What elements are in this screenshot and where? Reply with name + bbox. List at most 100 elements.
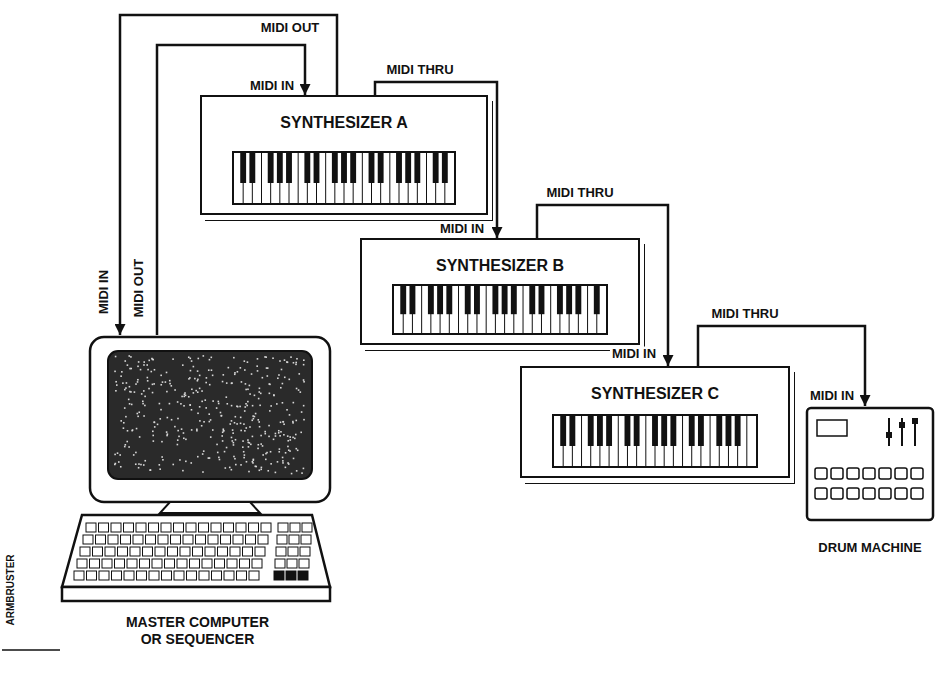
key-cap [196, 535, 206, 544]
key-cap [74, 571, 84, 580]
screen-speckle [149, 469, 151, 471]
screen-speckle [137, 416, 139, 418]
screen-speckle [235, 464, 237, 466]
screen-speckle [166, 391, 168, 393]
node-title: MASTER COMPUTER OR SEQUENCER [115, 614, 280, 648]
screen-speckle [180, 403, 182, 405]
screen-speckle [290, 356, 292, 358]
node-title: DRUM MACHINE [818, 540, 921, 556]
screen-speckle [229, 467, 231, 469]
screen-speckle [129, 391, 131, 393]
key-cap [93, 547, 103, 556]
screen-speckle [222, 431, 224, 433]
screen-speckle [249, 385, 251, 387]
black-key [400, 286, 406, 314]
slider-knob [899, 422, 905, 428]
screen-speckle [177, 418, 179, 420]
black-key [341, 153, 347, 183]
white-key-edge [298, 153, 299, 203]
screen-speckle [123, 427, 125, 429]
screen-speckle [185, 439, 187, 441]
screen-speckle [159, 418, 161, 420]
screen-speckle [258, 391, 260, 393]
screen-speckle [212, 375, 214, 377]
screen-speckle [233, 442, 235, 444]
screen-speckle [287, 435, 289, 437]
black-key [670, 416, 676, 446]
screen-speckle [148, 388, 150, 390]
screen-speckle [153, 421, 155, 423]
screen-speckle [284, 377, 286, 379]
screen-speckle [167, 433, 169, 435]
screen-speckle [162, 459, 164, 461]
screen-speckle [237, 371, 239, 373]
screen-speckle [210, 419, 212, 421]
screen-speckle [243, 457, 245, 459]
screen-speckle [161, 441, 163, 443]
screen-speckle [181, 396, 183, 398]
screen-speckle [259, 426, 261, 428]
key-cap [86, 523, 96, 532]
computer-drawing [60, 335, 335, 605]
text-holder: SYNTHESIZER B [362, 240, 638, 275]
key-cap [224, 523, 234, 532]
key-cap [255, 547, 265, 556]
port-label: MIDI IN [808, 389, 856, 404]
screen-speckle [183, 396, 185, 398]
screen-speckle [231, 437, 233, 439]
screen-speckle [294, 438, 296, 440]
screen-speckle [252, 405, 254, 407]
screen-speckle [115, 381, 117, 383]
screen-speckle [226, 447, 228, 449]
screen-speckle [216, 444, 218, 446]
screen-speckle [179, 459, 181, 461]
screen-speckle [135, 463, 137, 465]
screen-speckle [297, 450, 299, 452]
screen-speckle [204, 399, 206, 401]
synthesizer-box: SYNTHESIZER B [360, 238, 640, 345]
drum-pad [831, 488, 843, 499]
black-key [634, 416, 640, 446]
screen-speckle [223, 430, 225, 432]
black-key [268, 153, 274, 183]
screen-speckle [298, 373, 300, 375]
screen-speckle [174, 389, 176, 391]
screen-speckle [162, 381, 164, 383]
key-cap [202, 559, 212, 568]
black-key [735, 416, 741, 446]
screen-speckle [235, 416, 237, 418]
drum-pad [895, 468, 907, 479]
screen-speckle [221, 415, 223, 417]
white-key-edge [261, 153, 262, 203]
screen-speckle [127, 430, 129, 432]
key-cap [199, 571, 209, 580]
screen-speckle [150, 469, 152, 471]
screen-speckle [233, 444, 235, 446]
screen-speckle [183, 432, 185, 434]
key-cap [140, 559, 150, 568]
screen-speckle [248, 446, 250, 448]
screen-speckle [217, 452, 219, 454]
screen-speckle [183, 405, 185, 407]
screen-speckle [183, 437, 185, 439]
drum-pad [815, 488, 827, 499]
screen-speckle [260, 435, 262, 437]
screen-speckle [201, 425, 203, 427]
synthesizer-box: SYNTHESIZER C [520, 366, 790, 478]
key-cap [112, 571, 122, 580]
white-key-edge [389, 153, 390, 203]
screen-speckle [261, 467, 263, 469]
white-key-edge [587, 286, 588, 333]
screen-speckle [273, 395, 275, 397]
screen-speckle [303, 359, 305, 361]
screen-speckle [189, 377, 191, 379]
screen-speckle [279, 448, 281, 450]
screen-speckle [223, 374, 225, 376]
screen-speckle [282, 402, 284, 404]
screen-speckle [144, 405, 146, 407]
screen-speckle [268, 383, 270, 385]
key-cap [87, 571, 97, 580]
screen-speckle [212, 400, 214, 402]
screen-speckle [233, 357, 235, 359]
